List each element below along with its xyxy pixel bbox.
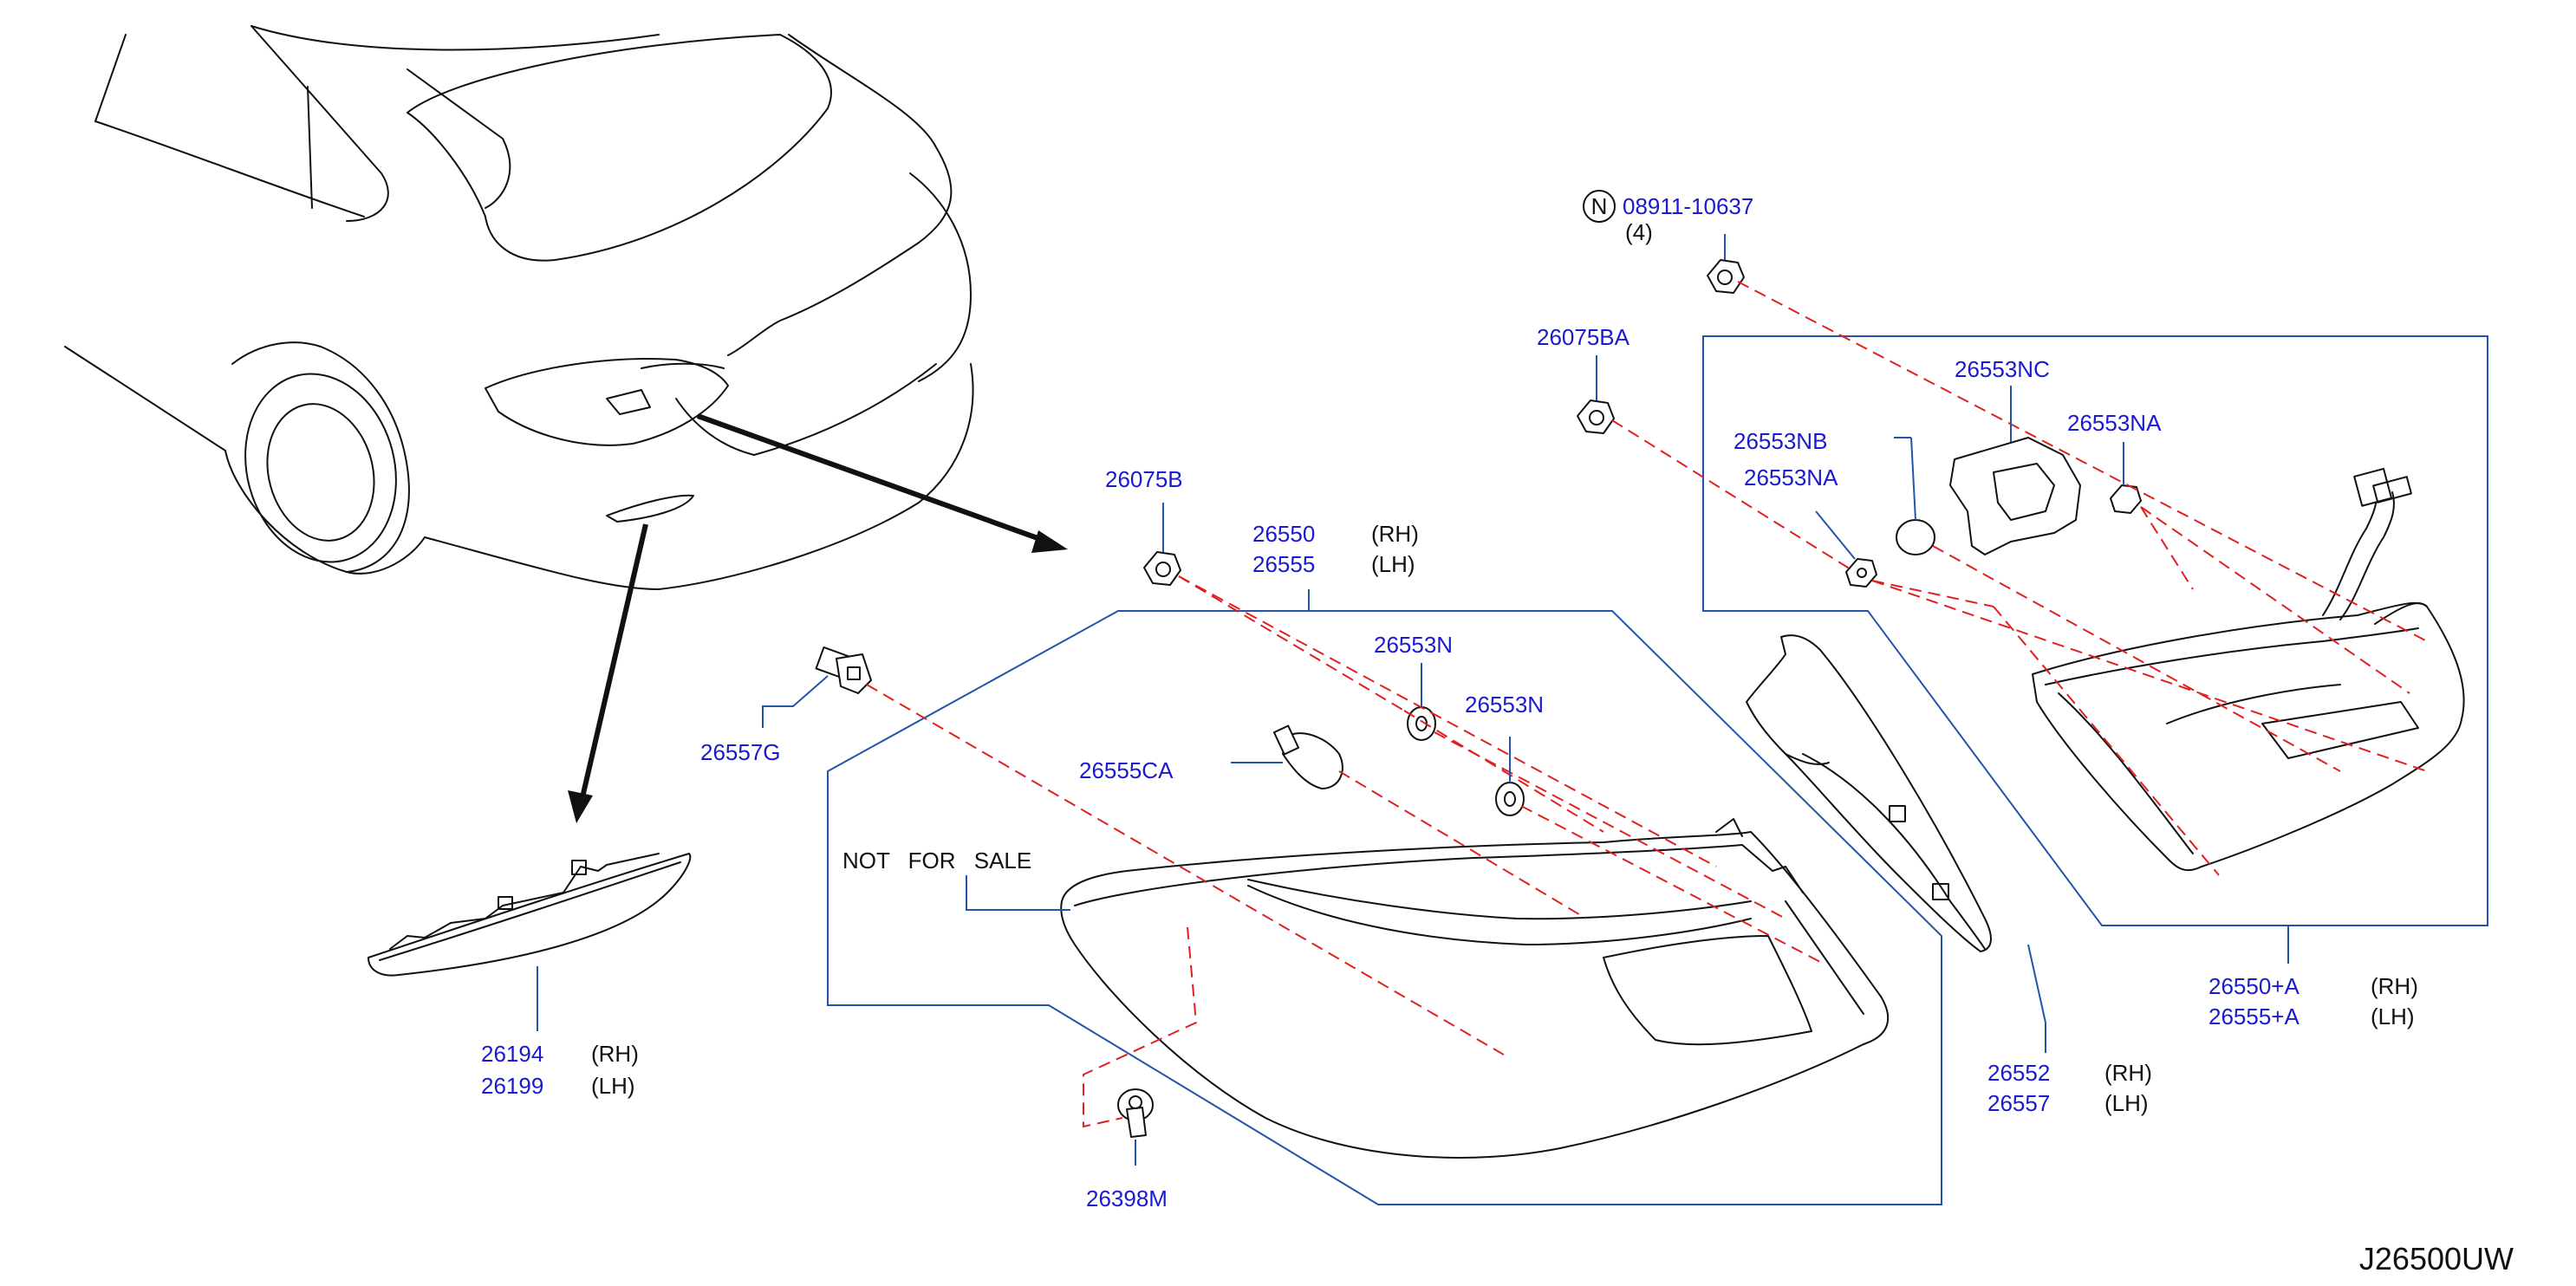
callout-26553NA-left[interactable]: 26553NA	[1744, 464, 1838, 490]
callout-26199-side: (LH)	[591, 1073, 635, 1099]
callout-26555[interactable]: 26555	[1252, 551, 1315, 577]
callout-26550-side: (RH)	[1371, 521, 1419, 547]
trunk-lid-lamp	[2032, 467, 2465, 872]
callout-26553NC[interactable]: 26553NC	[1955, 356, 2050, 382]
diagram-code: J26500UW	[2359, 1241, 2514, 1276]
side-marker-lamp	[368, 853, 692, 977]
nut-circle-symbol	[1583, 190, 1616, 223]
pad-26553NA-left	[1845, 558, 1877, 588]
callout-26555-side: (LH)	[1371, 551, 1415, 577]
callout-08911-10637[interactable]: 08911-10637	[1623, 193, 1753, 219]
callout-26553N-2[interactable]: 26553N	[1465, 692, 1544, 718]
inner-garnish-lamp	[1746, 634, 1992, 952]
trunk-lamp-group-box	[1702, 335, 2488, 926]
callout-26550A[interactable]: 26550+A	[2208, 973, 2300, 999]
leader-lines	[537, 234, 2289, 1166]
assembly-dashed-lines	[866, 281, 2428, 1128]
callout-26557G[interactable]: 26557G	[700, 739, 781, 765]
callout-26557-side: (LH)	[2104, 1090, 2149, 1116]
callout-26555CA[interactable]: 26555CA	[1079, 757, 1174, 783]
bulb-26555CA	[1272, 724, 1343, 789]
callout-26552[interactable]: 26552	[1987, 1060, 2050, 1086]
pad-26553NA-right	[2110, 484, 2142, 514]
callout-26553NA-right[interactable]: 26553NA	[2067, 410, 2162, 436]
main-lamp-group-box	[827, 610, 1942, 1205]
nut-08911	[1707, 259, 1745, 294]
callout-26550[interactable]: 26550	[1252, 521, 1315, 547]
callout-26553N-1[interactable]: 26553N	[1374, 632, 1453, 658]
washer-26553N-1	[1407, 706, 1436, 741]
bracket-26553NC	[1949, 437, 2081, 555]
callout-26553NB[interactable]: 26553NB	[1734, 428, 1827, 454]
callout-26194[interactable]: 26194	[481, 1041, 543, 1067]
callout-26555A-side: (LH)	[2371, 1003, 2415, 1029]
callout-26552-side: (RH)	[2104, 1060, 2152, 1086]
socket-26398M	[1117, 1088, 1154, 1138]
socket-26557G	[815, 646, 872, 694]
car-rear-illustration	[64, 25, 974, 590]
nut-circle-letter: N	[1591, 193, 1608, 219]
grommet-26075BA	[1577, 399, 1615, 434]
not-for-sale-label: NOT FOR SALE	[842, 848, 1031, 874]
callout-26557[interactable]: 26557	[1987, 1090, 2050, 1116]
callout-26194-side: (RH)	[591, 1041, 639, 1067]
main-tail-lamp	[1060, 818, 1890, 1159]
callout-08911-qty: (4)	[1625, 219, 1653, 245]
callout-26550A-side: (RH)	[2371, 973, 2418, 999]
grommet-26075B	[1143, 551, 1181, 586]
callout-26199[interactable]: 26199	[481, 1073, 543, 1099]
callout-26398M[interactable]: 26398M	[1086, 1185, 1168, 1211]
pad-26553NB	[1896, 519, 1935, 555]
callout-26075BA[interactable]: 26075BA	[1537, 324, 1630, 350]
washer-26553N-2	[1495, 782, 1525, 816]
callout-26075B[interactable]: 26075B	[1105, 466, 1183, 492]
callout-26555A[interactable]: 26555+A	[2208, 1003, 2300, 1029]
reference-arrows	[568, 413, 1068, 823]
